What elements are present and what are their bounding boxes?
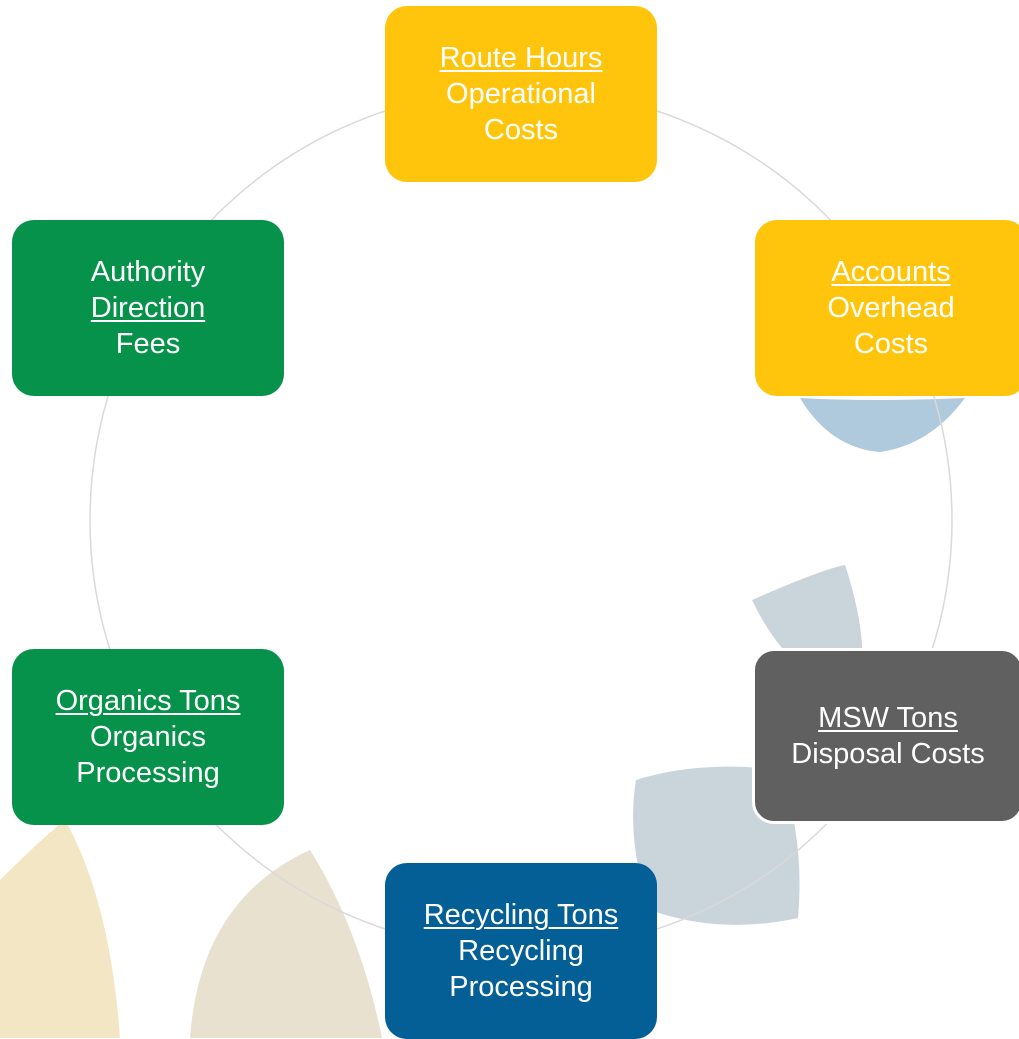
node-organics-tons: Organics Tons Organics Processing — [12, 649, 284, 825]
node-accounts: Accounts Overhead Costs — [755, 220, 1019, 396]
node-route-hours-link[interactable]: Route Hours — [439, 42, 603, 74]
node-msw-tons-link[interactable]: MSW Tons — [818, 702, 958, 734]
node-recycling-tons-link[interactable]: Recycling Tons — [423, 899, 619, 931]
node-organics-tons-link[interactable]: Organics Tons — [55, 685, 241, 717]
leaf-shape-beige-bottom — [190, 850, 382, 1038]
node-authority-label-2: Fees — [115, 328, 181, 360]
node-accounts-label: Overhead — [827, 292, 955, 324]
node-authority: Authority Direction Fees — [12, 220, 284, 396]
node-route-hours-label: Operational — [446, 78, 596, 110]
node-accounts-label-2: Costs — [853, 328, 929, 360]
node-msw-tons: MSW Tons Disposal Costs — [752, 648, 1019, 824]
leaf-shape-blue-right — [800, 398, 965, 452]
node-recycling-tons: Recycling Tons Recycling Processing — [385, 863, 657, 1039]
node-authority-label: Authority — [90, 256, 206, 288]
node-accounts-link[interactable]: Accounts — [831, 256, 951, 288]
node-recycling-tons-label-2: Processing — [449, 971, 593, 1003]
node-route-hours: Route Hours Operational Costs — [385, 6, 657, 182]
node-recycling-tons-label: Recycling — [458, 935, 584, 967]
node-route-hours-label-2: Costs — [483, 114, 559, 146]
node-authority-link[interactable]: Direction — [90, 292, 206, 324]
node-organics-tons-label-2: Processing — [76, 757, 220, 789]
node-msw-tons-label: Disposal Costs — [791, 738, 985, 770]
node-organics-tons-label: Organics — [89, 721, 207, 753]
leaf-shape-tan-left — [0, 820, 120, 1038]
